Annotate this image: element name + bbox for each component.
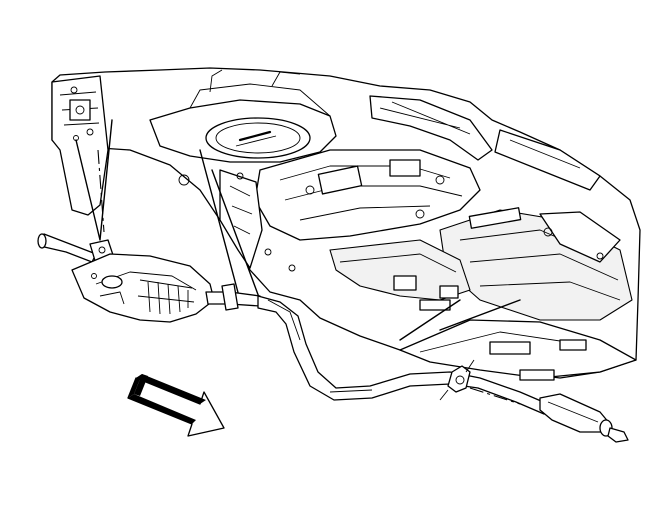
spare-tire-well [149, 69, 337, 163]
rail-plate [69, 99, 91, 121]
front-frame-rail [51, 75, 109, 216]
exhaust-hanger-bracket [439, 359, 475, 401]
converter-outlet-flange [221, 283, 239, 311]
front-pipe-inlet [39, 233, 97, 263]
front-crossmember [254, 149, 481, 241]
vehicle-underbody [51, 67, 641, 381]
catalytic-converter-assembly [37, 233, 261, 323]
upper-cross-brace [369, 95, 493, 161]
muffler [539, 393, 629, 443]
direction-arrow-icon [127, 374, 225, 437]
catalytic-converter-heat-shield [71, 253, 215, 323]
